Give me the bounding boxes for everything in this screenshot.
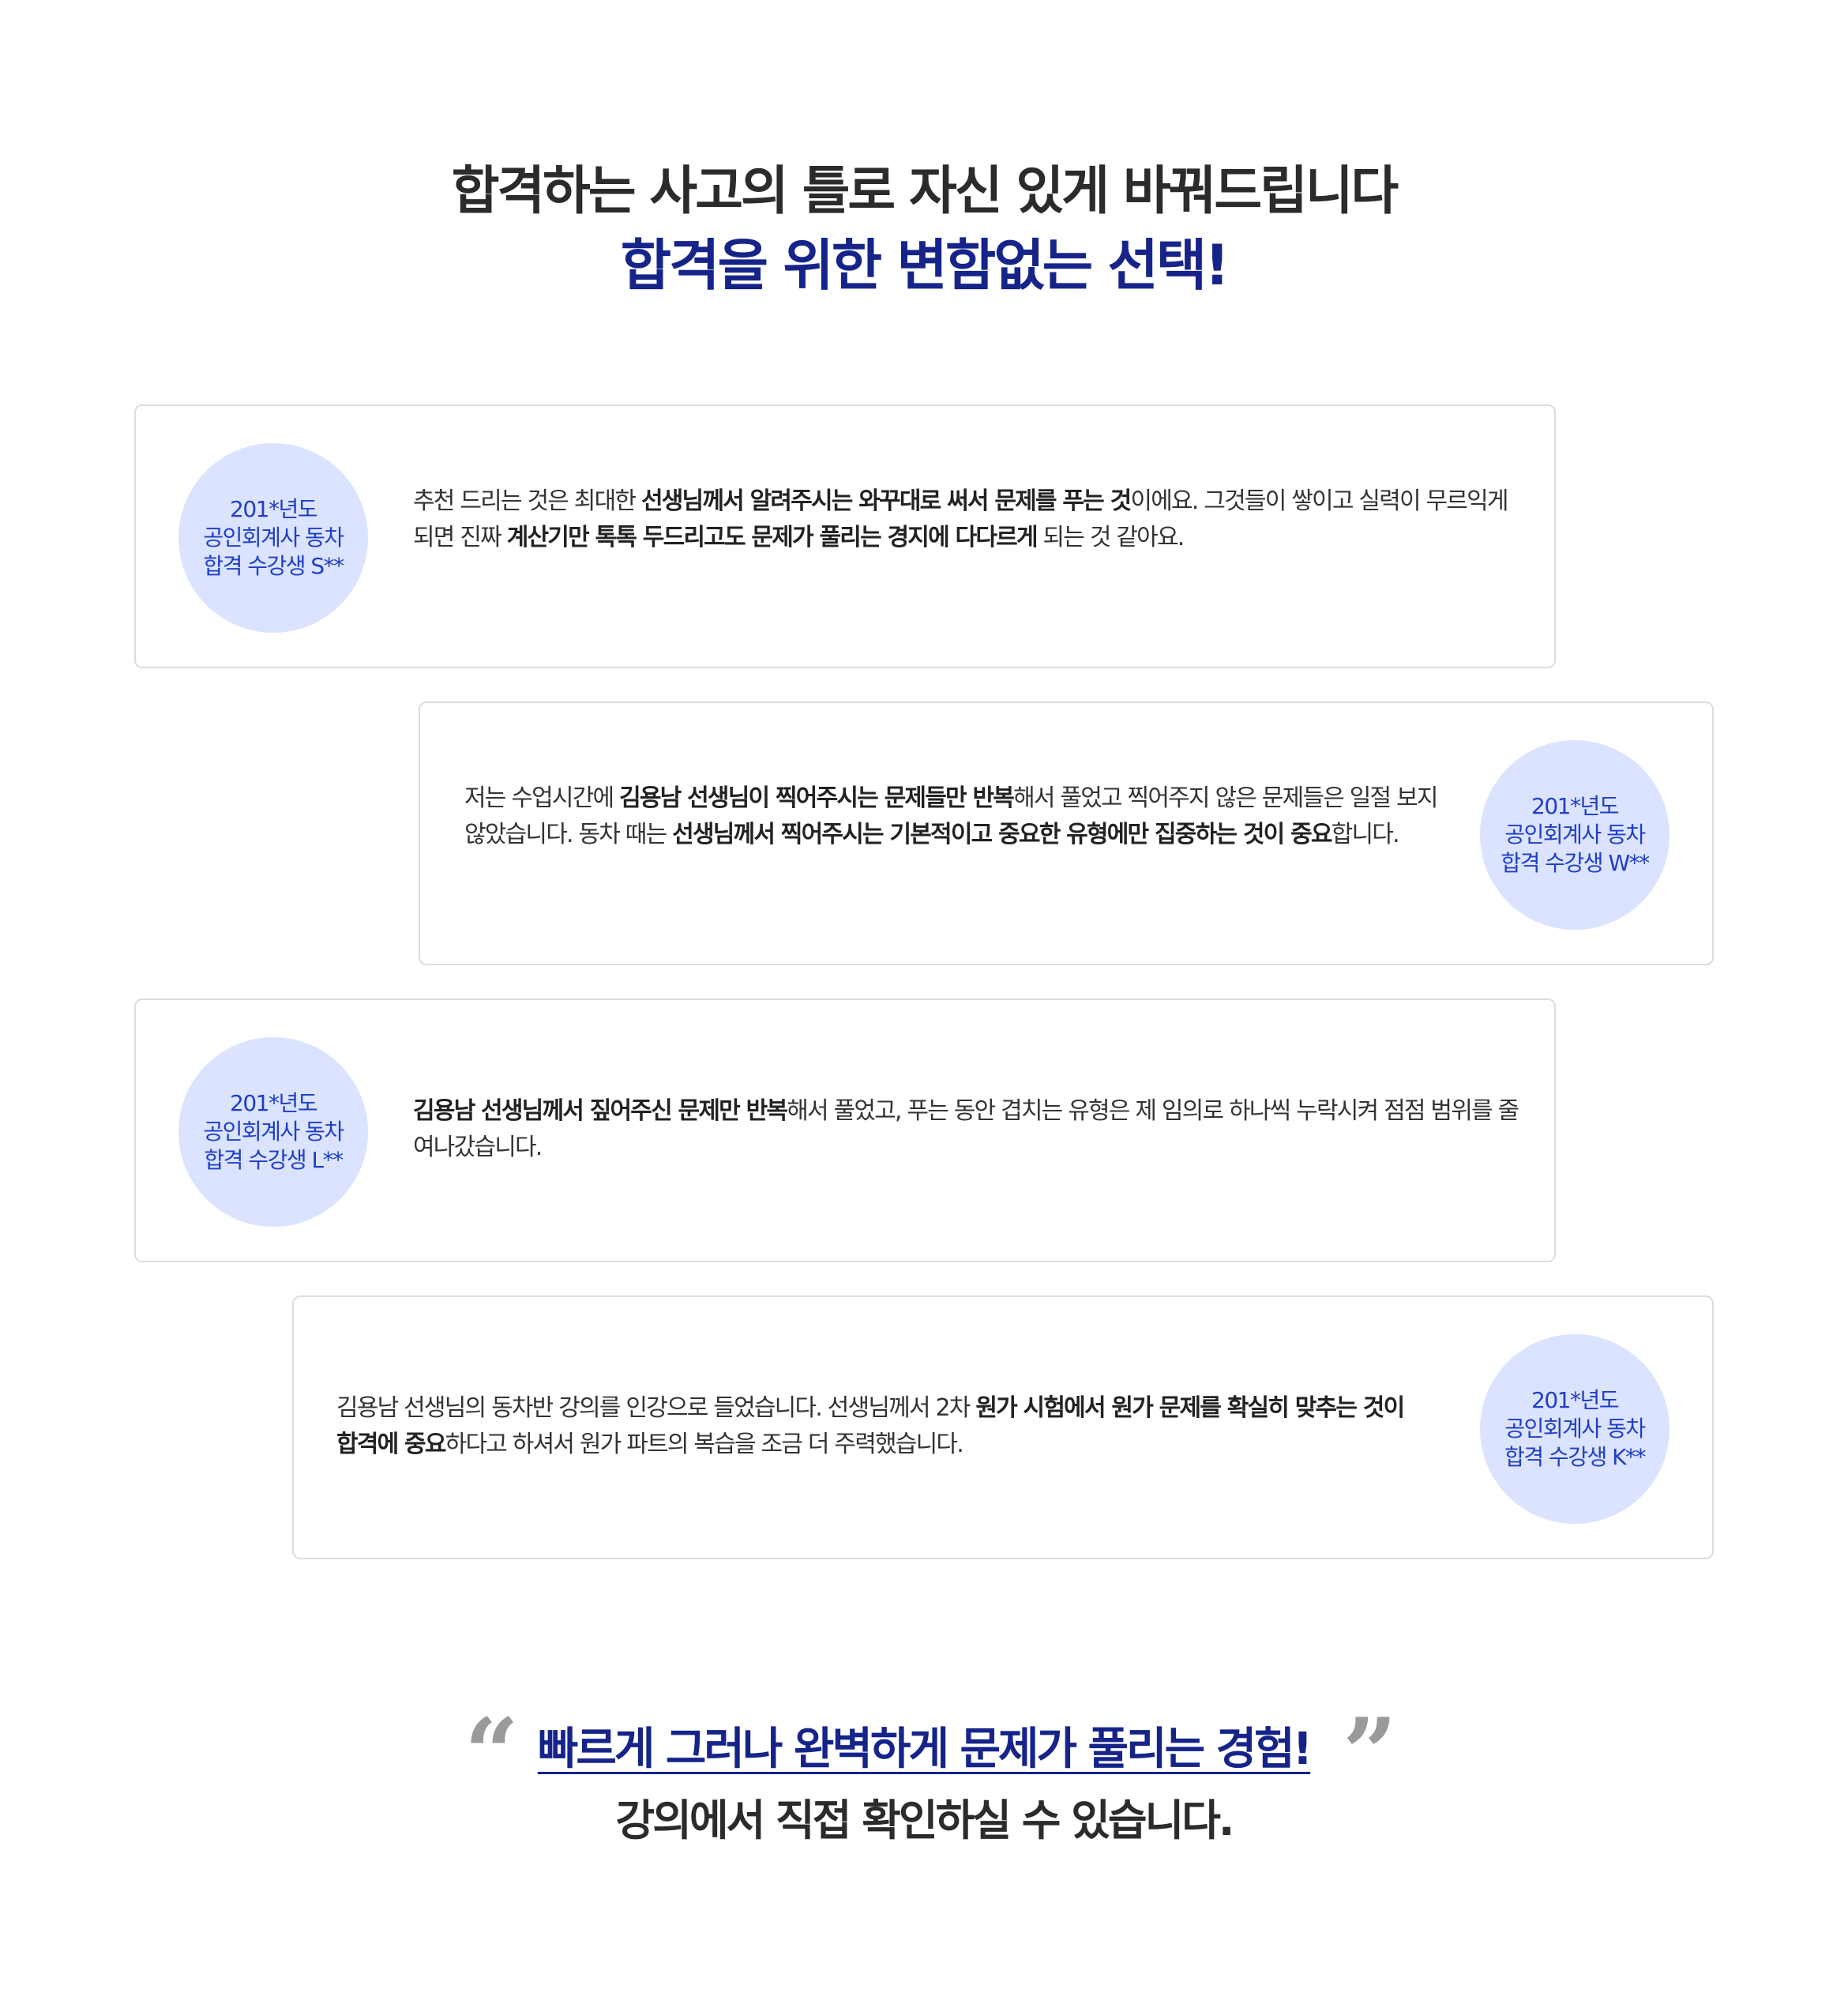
headline-subtitle: 합격을 위한 변함없는 선택! bbox=[620, 233, 1230, 298]
badge-student: 합격 수강생 K** bbox=[1504, 1444, 1646, 1470]
quote-text: 해서 풀었고, 푸는 동안 겹치는 유형은 제 임의로 하나씩 누락시켜 점점 … bbox=[413, 1097, 1519, 1161]
badge-exam: 공인회계사 동차 bbox=[203, 525, 344, 551]
badge-student: 합격 수강생 S** bbox=[203, 553, 344, 579]
closing-message: 빠르게 그러나 완벽하게 문제가 풀리는 경험! 강의에서 직접 확인하실 수 … bbox=[0, 1710, 1848, 1852]
testimonial-quote: 추천 드리는 것은 최대한 선생님께서 알려주시는 와꾸대로 써서 문제를 푸는… bbox=[413, 483, 1511, 556]
headline: 합격하는 사고의 틀로 자신 있게 바꿔드립니다 합격을 위한 변함없는 선택! bbox=[0, 154, 1848, 303]
headline-title: 합격하는 사고의 틀로 자신 있게 바꿔드립니다 bbox=[451, 160, 1399, 221]
testimonial-card: 김용남 선생님의 동차반 강의를 인강으로 들었습니다. 선생님께서 2차 원가… bbox=[292, 1295, 1714, 1559]
badge-year: 201*년도 bbox=[230, 1090, 317, 1116]
badge-exam: 공인회계사 동차 bbox=[1504, 1416, 1646, 1442]
testimonial-card: 저는 수업시간에 김용남 선생님이 찍어주시는 문제들만 반복해서 풀었고 찍어… bbox=[419, 701, 1714, 965]
testimonial-card: 201*년도 공인회계사 동차 합격 수강생 L** 김용남 선생님께서 짚어주… bbox=[134, 998, 1556, 1262]
quote-text: 하다고 하셔서 원가 파트의 복습을 조금 더 주력했습니다. bbox=[445, 1431, 964, 1458]
quote-emphasis: 선생님께서 찍어주시는 기본적이고 중요한 유형에만 집중하는 것이 중요 bbox=[672, 821, 1332, 848]
close-quote-icon: ” bbox=[1343, 1698, 1398, 1809]
quote-emphasis: 선생님께서 알려주시는 와꾸대로 써서 문제를 푸는 것 bbox=[640, 487, 1132, 515]
quote-text: 추천 드리는 것은 최대한 bbox=[413, 487, 641, 515]
quote-text: 이에요. 그것들이 쌓이고 실력이 무르익게 되면 진짜 bbox=[413, 487, 1509, 551]
quote-text: 김용남 선생님의 동차반 강의를 인강으로 들었습니다. 선생님께서 2차 bbox=[336, 1394, 976, 1422]
student-badge: 201*년도 공인회계사 동차 합격 수강생 S** bbox=[178, 443, 368, 633]
quote-text: 되는 것 같아요. bbox=[1036, 524, 1185, 551]
testimonial-quote: 저는 수업시간에 김용남 선생님이 찍어주시는 문제들만 반복해서 풀었고 찍어… bbox=[464, 780, 1459, 853]
quote-emphasis: 원가 시험에서 원가 문제를 확실히 맞추는 것이 합격에 중요 bbox=[336, 1394, 1405, 1458]
badge-year: 201*년도 bbox=[230, 496, 317, 522]
quote-text: 해서 풀었고 찍어주지 않은 문제들은 일절 보지 않았습니다. 동차 때는 bbox=[464, 784, 1438, 848]
closing-subtext: 강의에서 직접 확인하실 수 있습니다. bbox=[615, 1796, 1235, 1845]
quote-emphasis: 계산기만 톡톡 두드리고도 문제가 풀리는 경지에 다다르게 bbox=[506, 524, 1039, 551]
badge-year: 201*년도 bbox=[1531, 1387, 1619, 1413]
badge-student: 합격 수강생 W** bbox=[1501, 850, 1650, 876]
badge-exam: 공인회계사 동차 bbox=[203, 1119, 344, 1145]
testimonial-quote: 김용남 선생님께서 짚어주신 문제만 반복해서 풀었고, 푸는 동안 겹치는 유… bbox=[413, 1093, 1519, 1166]
student-badge: 201*년도 공인회계사 동차 합격 수강생 K** bbox=[1480, 1334, 1670, 1524]
testimonial-quote: 김용남 선생님의 동차반 강의를 인강으로 들었습니다. 선생님께서 2차 원가… bbox=[336, 1390, 1426, 1463]
quote-emphasis: 김용남 선생님께서 짚어주신 문제만 반복 bbox=[413, 1097, 788, 1125]
quote-text: 합니다. bbox=[1331, 821, 1400, 848]
closing-highlight: 빠르게 그러나 완벽하게 문제가 풀리는 경험! bbox=[537, 1724, 1313, 1775]
badge-student: 합격 수강생 L** bbox=[204, 1147, 344, 1173]
quote-emphasis: 김용남 선생님이 찍어주시는 문제들만 반복 bbox=[619, 784, 1015, 812]
badge-exam: 공인회계사 동차 bbox=[1504, 822, 1646, 848]
testimonial-card: 201*년도 공인회계사 동차 합격 수강생 S** 추천 드리는 것은 최대한… bbox=[134, 404, 1556, 668]
quote-text: 저는 수업시간에 bbox=[464, 784, 620, 812]
student-badge: 201*년도 공인회계사 동차 합격 수강생 L** bbox=[178, 1037, 368, 1227]
open-quote-icon: “ bbox=[464, 1698, 520, 1809]
badge-year: 201*년도 bbox=[1531, 793, 1619, 819]
student-badge: 201*년도 공인회계사 동차 합격 수강생 W** bbox=[1480, 740, 1670, 930]
